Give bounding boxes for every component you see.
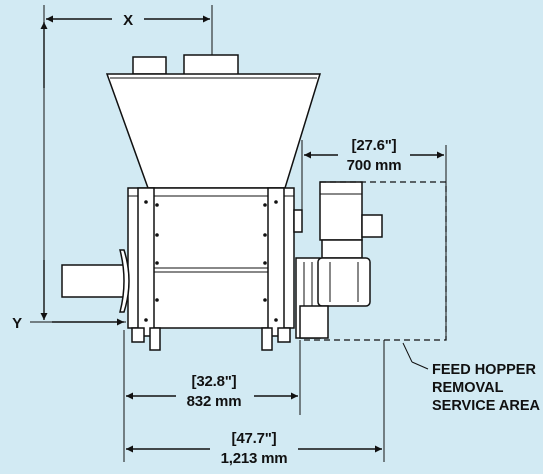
x-dimension-label: X bbox=[123, 12, 133, 29]
inlet-box-left bbox=[132, 56, 167, 75]
base-dimension-mm: 832 mm bbox=[187, 393, 242, 410]
foot-right-2 bbox=[277, 327, 291, 343]
main-housing bbox=[127, 187, 295, 329]
note-leader-2 bbox=[411, 361, 429, 370]
motor bbox=[319, 181, 363, 241]
y-dimension-label: Y bbox=[12, 315, 22, 332]
gear-reducer bbox=[317, 257, 371, 307]
base-dimension-inch: [32.8"] bbox=[192, 373, 237, 390]
foot-left-2 bbox=[149, 327, 161, 351]
discharge-flange bbox=[119, 249, 130, 313]
overall-dimension-inch: [47.7"] bbox=[232, 430, 277, 447]
lower-mount bbox=[299, 305, 329, 339]
motor-dimension-inch: [27.6"] bbox=[352, 137, 397, 154]
bolts bbox=[144, 200, 278, 322]
left-flange bbox=[137, 187, 155, 337]
note-line-2: REMOVAL bbox=[432, 380, 504, 396]
note-leader-1 bbox=[402, 342, 413, 363]
machine-outline bbox=[61, 54, 383, 351]
inlet-box-right bbox=[183, 54, 239, 76]
note-line-1: FEED HOPPER bbox=[432, 362, 536, 378]
dimension-lines bbox=[30, 5, 447, 462]
motor-junction-box bbox=[361, 214, 383, 238]
right-flange bbox=[267, 187, 285, 337]
foot-right-1 bbox=[261, 327, 273, 351]
side-bracket bbox=[293, 209, 303, 233]
discharge-tube bbox=[61, 264, 127, 298]
motor-adapter bbox=[321, 239, 363, 259]
motor-dimension-mm: 700 mm bbox=[347, 157, 402, 174]
feed-hopper bbox=[105, 73, 322, 189]
service-area-outline bbox=[300, 181, 447, 341]
overall-dimension-mm: 1,213 mm bbox=[221, 450, 288, 467]
foot-left-1 bbox=[131, 327, 145, 343]
note-line-3: SERVICE AREA bbox=[432, 398, 540, 414]
